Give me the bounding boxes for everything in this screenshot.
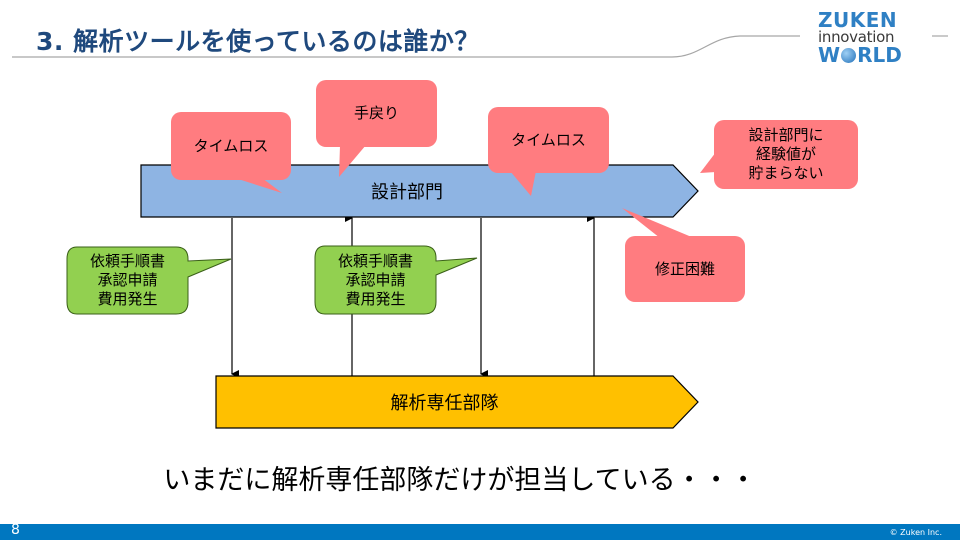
design-dept-label: 設計部門 [371, 182, 443, 203]
summary-text: いまだに解析専任部隊だけが担当している・・・ [163, 465, 757, 496]
analysis-team-arrow [215, 375, 699, 429]
page-number: 8 [11, 522, 20, 538]
callout-procedure-1 [66, 246, 232, 315]
analysis-team-label: 解析専任部隊 [390, 393, 499, 414]
globe-icon [841, 48, 857, 63]
callout-time-loss-2 [488, 107, 609, 196]
callout-no-experience [700, 120, 858, 189]
callout-hard-to-fix-text: 修正困難 [654, 259, 715, 278]
logo-line-1: ZUKEN [818, 8, 898, 32]
callout-procedure-2 [314, 245, 478, 315]
callout-time-loss-1-text: タイムロス [193, 136, 269, 155]
callout-procedure-2-text: 依頼手順書 承認申請 費用発生 [337, 251, 413, 308]
copyright: © Zuken Inc. [889, 528, 942, 537]
callout-rework-text: 手戻り [353, 104, 399, 122]
title-underline [12, 35, 800, 58]
callout-time-loss-1 [171, 112, 291, 193]
footer-bar [0, 524, 960, 540]
slide-title: 3. 解析ツールを使っているのは誰か？ [36, 27, 480, 56]
callout-hard-to-fix [622, 208, 745, 302]
callout-procedure-1-text: 依頼手順書 承認申請 費用発生 [89, 252, 165, 308]
callout-time-loss-2-text: タイムロス [511, 130, 586, 149]
callout-rework [316, 80, 437, 177]
logo-line-2: innovation [818, 28, 895, 46]
callout-no-experience-text: 設計部門に 経験値が 貯まらない [748, 126, 824, 182]
